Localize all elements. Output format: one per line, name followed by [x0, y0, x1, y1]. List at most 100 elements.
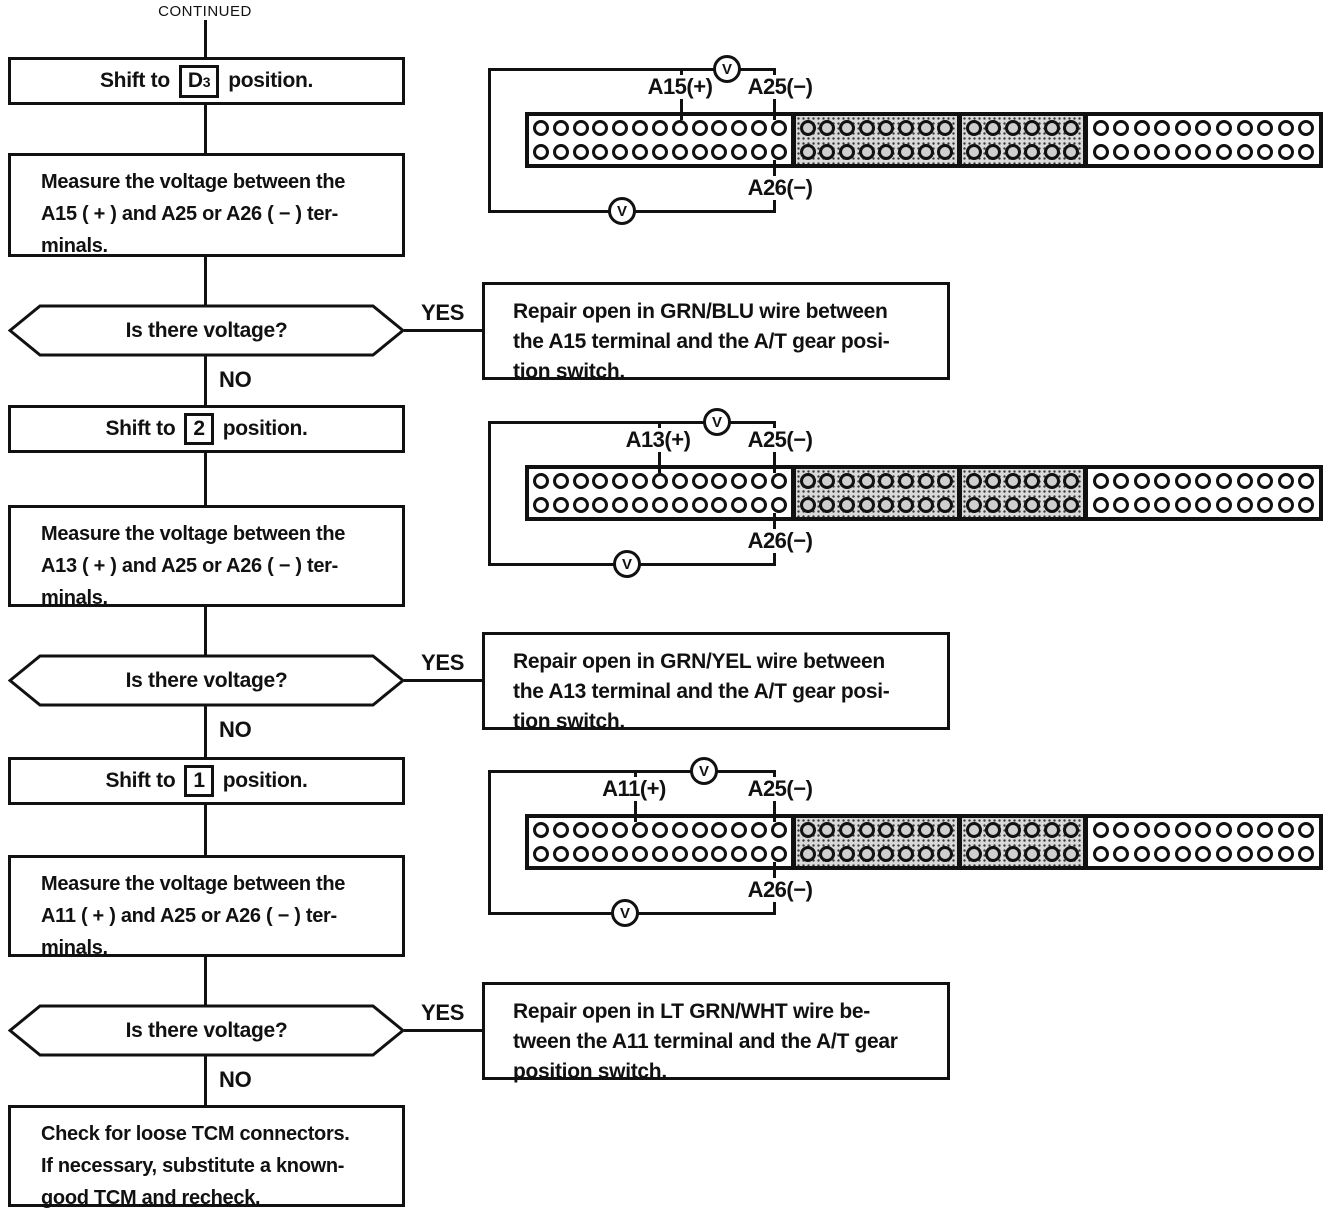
- pin-hole: [632, 120, 649, 136]
- pin-hole: [1154, 822, 1171, 838]
- pin-hole: [770, 144, 787, 160]
- pin-hole: [819, 120, 836, 136]
- pin-hole: [917, 497, 934, 513]
- pin-hole: [770, 473, 787, 489]
- pin-hole: [691, 473, 708, 489]
- pin-hole: [552, 473, 569, 489]
- wire-left: [488, 68, 491, 213]
- pin-hole: [1133, 473, 1150, 489]
- pin-hole: [532, 144, 549, 160]
- pin-hole: [897, 846, 914, 862]
- pin-hole: [917, 144, 934, 160]
- pin-hole: [1154, 497, 1171, 513]
- pin-hole: [1154, 473, 1171, 489]
- pin-hole: [1216, 822, 1233, 838]
- connector-segment-hatched: [957, 818, 1083, 866]
- pin-hole: [878, 846, 895, 862]
- decision-voltage-3: Is there voltage?: [8, 1004, 405, 1057]
- text-line: If necessary, substitute a known-: [41, 1155, 345, 1177]
- pin-hole: [1063, 822, 1080, 838]
- pin-hole: [937, 473, 954, 489]
- pin-hole: [1277, 120, 1294, 136]
- pin-hole: [1257, 473, 1274, 489]
- pin-hole: [671, 822, 688, 838]
- pin-hole: [1298, 846, 1315, 862]
- pin-hole: [985, 120, 1002, 136]
- pin-hole: [1257, 497, 1274, 513]
- pin-hole: [592, 144, 609, 160]
- pin-hole: [878, 822, 895, 838]
- pin-row: [1088, 842, 1319, 866]
- pin-hole: [878, 473, 895, 489]
- pin-hole: [1133, 120, 1150, 136]
- connector-diagram-a11: V V A11(+) A25(−) A26(−): [483, 757, 1333, 927]
- pin-hole: [1113, 144, 1130, 160]
- pin-row: [962, 818, 1083, 842]
- pin-hole: [770, 846, 787, 862]
- pin-label-plus: A13(+): [608, 428, 708, 452]
- pin-hole: [1236, 144, 1253, 160]
- pin-hole: [1092, 144, 1109, 160]
- decision-voltage-2: Is there voltage?: [8, 654, 405, 707]
- pin-hole: [965, 822, 982, 838]
- pin-hole: [858, 497, 875, 513]
- text-line: the A15 terminal and the A/T gear posi-: [513, 330, 890, 353]
- pin-row: [796, 116, 957, 140]
- gear-sub: 3: [202, 73, 211, 90]
- pin-hole: [819, 822, 836, 838]
- wire-top: [488, 770, 776, 773]
- yes-label: YES: [421, 650, 465, 675]
- pin-hole: [897, 497, 914, 513]
- pin-hole: [592, 822, 609, 838]
- pin-hole: [858, 473, 875, 489]
- pin-hole: [1257, 822, 1274, 838]
- pin-label-minus-bottom: A26(−): [730, 176, 830, 200]
- pin-label-minus-bottom: A26(−): [730, 878, 830, 902]
- pin-hole: [632, 822, 649, 838]
- pin-hole: [1195, 497, 1212, 513]
- pin-row: [529, 116, 791, 140]
- shift-prefix: Shift to: [99, 69, 170, 92]
- pin-hole: [1004, 144, 1021, 160]
- pin-hole: [592, 497, 609, 513]
- hexagon-shape: [8, 654, 405, 707]
- pin-hole: [552, 120, 569, 136]
- voltmeter-icon: V: [690, 757, 718, 785]
- wire-top: [488, 68, 776, 71]
- pin-hole: [858, 846, 875, 862]
- pin-hole: [671, 497, 688, 513]
- pin-hole: [552, 144, 569, 160]
- text-line: A15 ( + ) and A25 or A26 ( − ) ter-: [41, 203, 338, 225]
- pin-hole: [751, 120, 768, 136]
- pin-hole: [1236, 120, 1253, 136]
- gear-indicator-1: 1: [184, 765, 214, 797]
- pin-label-plus: A11(+): [584, 777, 684, 801]
- pin-hole: [965, 497, 982, 513]
- pin-hole: [838, 120, 855, 136]
- repair-box-grn-blu: Repair open in GRN/BLU wire between the …: [482, 282, 950, 383]
- pin-hole: [1154, 120, 1171, 136]
- gear-main: 2: [193, 417, 205, 440]
- pin-hole: [1195, 473, 1212, 489]
- text-line: tween the A11 terminal and the A/T gear: [513, 1030, 898, 1053]
- pin-hole: [691, 144, 708, 160]
- pin-hole: [985, 822, 1002, 838]
- pin-row: [529, 469, 791, 493]
- pin-hole: [1092, 120, 1109, 136]
- pin-hole: [1024, 822, 1041, 838]
- pin-hole: [1113, 822, 1130, 838]
- pin-hole: [572, 120, 589, 136]
- pin-hole: [592, 846, 609, 862]
- pin-hole: [552, 822, 569, 838]
- pin-hole: [917, 473, 934, 489]
- connector-diagram-a13: V V A13(+) A25(−) A26(−): [483, 408, 1333, 578]
- pin-hole: [671, 120, 688, 136]
- pin-hole: [937, 120, 954, 136]
- pin-row: [1088, 140, 1319, 164]
- pin-hole: [632, 497, 649, 513]
- final-box-check-tcm: Check for loose TCM connectors. If neces…: [8, 1105, 405, 1209]
- pin-label-plus: A15(+): [630, 75, 730, 99]
- pin-hole: [799, 497, 816, 513]
- pin-hole: [1043, 144, 1060, 160]
